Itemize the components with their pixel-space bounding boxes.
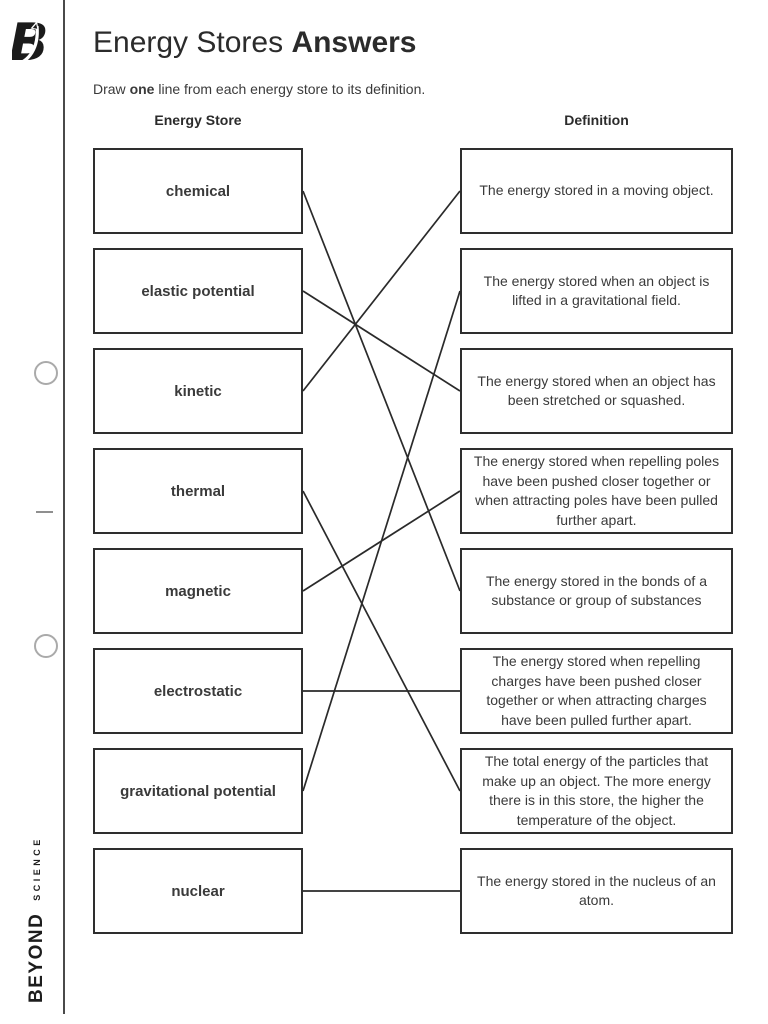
definition-text: The energy stored when an object has bee… <box>477 372 716 409</box>
definition-text: The energy stored in the nucleus of an a… <box>477 872 716 909</box>
store-box-electrostatic: electrostatic <box>93 648 303 734</box>
definition-text: The energy stored in a moving object. <box>479 182 714 199</box>
store-box-nuclear: nuclear <box>93 848 303 934</box>
store-box-magnetic: magnetic <box>93 548 303 634</box>
brand-name: BEYOND <box>26 912 47 1003</box>
answer-line-kinetic <box>302 190 461 392</box>
store-label: elastic potential <box>141 282 255 300</box>
store-label: chemical <box>165 182 231 200</box>
definition-box-2: The energy stored when an object is lift… <box>460 248 733 334</box>
definition-text: The energy stored when repelling poles h… <box>473 453 720 528</box>
brand-vertical-text: BEYOND SCIENCE <box>26 836 48 1003</box>
svg-text:B: B <box>12 13 49 67</box>
answer-line-chemical <box>302 190 461 592</box>
page-title: Energy Stores Answers <box>93 26 417 60</box>
store-box-elastic-potential: elastic potential <box>93 248 303 334</box>
definition-column-header: Definition <box>564 112 629 128</box>
definition-text: The energy stored when an object is lift… <box>483 272 710 309</box>
answer-line-gravitational-potential <box>302 290 461 792</box>
definition-text: The total energy of the particles that m… <box>482 753 711 828</box>
instruction-suffix: line from each energy store to its defin… <box>154 81 426 97</box>
title-regular-text: Energy Stores <box>93 26 292 59</box>
store-label: electrostatic <box>153 682 243 700</box>
store-box-gravitational-potential: gravitational potential <box>93 748 303 834</box>
store-label: kinetic <box>174 382 222 400</box>
brand-subname: SCIENCE <box>32 836 42 901</box>
store-label: nuclear <box>171 882 225 900</box>
definition-box-6: The energy stored when repelling charges… <box>460 648 733 734</box>
hole-punch-top <box>34 361 58 385</box>
definition-text: The energy stored when repelling charges… <box>486 653 707 728</box>
answer-line-magnetic <box>302 490 461 592</box>
store-label: gravitational potential <box>120 782 276 800</box>
beyond-b-logo-icon: B <box>12 13 49 67</box>
store-label: thermal <box>170 482 226 500</box>
store-box-chemical: chemical <box>93 148 303 234</box>
definition-box-4: The energy stored when repelling poles h… <box>460 448 733 534</box>
definition-box-7: The total energy of the particles that m… <box>460 748 733 834</box>
definition-box-5: The energy stored in the bonds of a subs… <box>460 548 733 634</box>
instructions-text: Draw one line from each energy store to … <box>93 81 425 97</box>
hole-punch-bottom <box>34 634 58 658</box>
page-middle-mark <box>36 511 53 513</box>
definition-box-8: The energy stored in the nucleus of an a… <box>460 848 733 934</box>
title-bold-text: Answers <box>291 26 417 59</box>
energy-store-column-header: Energy Store <box>154 112 242 128</box>
instruction-bold-word: one <box>129 81 155 97</box>
store-box-kinetic: kinetic <box>93 348 303 434</box>
answer-line-thermal <box>302 490 461 792</box>
store-box-thermal: thermal <box>93 448 303 534</box>
page-margin-rule <box>63 0 65 1014</box>
instruction-prefix: Draw <box>93 81 130 97</box>
answer-line-elastic-potential <box>302 290 461 392</box>
definition-box-3: The energy stored when an object has bee… <box>460 348 733 434</box>
definition-text: The energy stored in the bonds of a subs… <box>485 572 708 609</box>
store-label: magnetic <box>165 582 231 600</box>
definition-box-1: The energy stored in a moving object. <box>460 148 733 234</box>
